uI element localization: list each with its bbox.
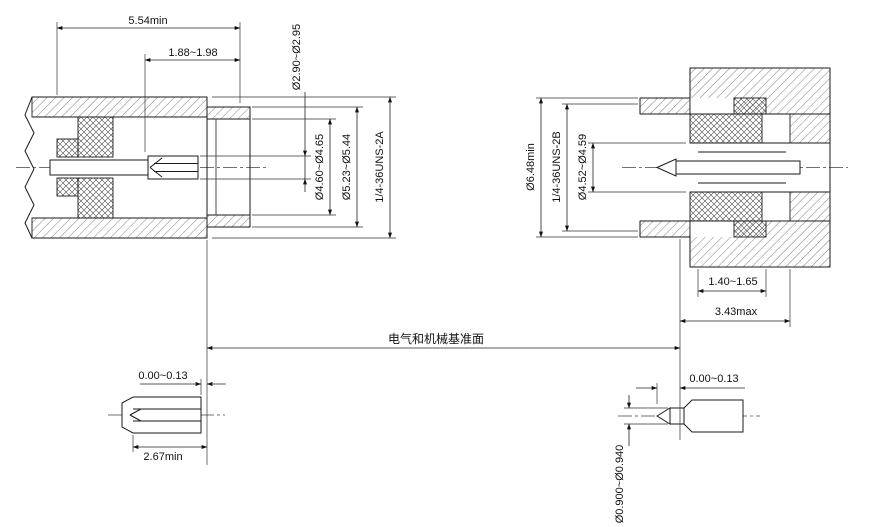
left-connector-section-view — [16, 96, 268, 239]
dim-right-thread-label: 1/4-36UNS-2B — [551, 131, 563, 203]
dim-right-socket-bore-label: Ø4.52~Ø4.59 — [577, 134, 589, 200]
dim-right-bore-min-label: Ø6.48min — [525, 143, 537, 191]
dim-right-detail-pin-dia-label: Ø0.900~Ø0.940 — [614, 445, 626, 524]
dim-right-depth-max-label: 3.43max — [715, 306, 758, 318]
dim-right-recess-label: 1.40~1.65 — [708, 276, 757, 288]
dim-right-detail-setback-label: 0.00~0.13 — [689, 373, 738, 385]
dim-left-length-label: 5.54min — [128, 15, 167, 27]
dim-left-interface-od-label: Ø5.23~Ø5.44 — [341, 134, 353, 200]
left-contact-detail-view — [108, 396, 225, 434]
dim-left-detail-engagement-label: 2.67min — [143, 451, 182, 463]
right-contact-detail-view — [618, 399, 760, 433]
dim-left-pin-setback-label: 1.88~1.98 — [168, 47, 217, 59]
dim-left-bore-label: Ø4.60~Ø4.65 — [314, 134, 326, 200]
reference-plane-label: 电气和机械基准面 — [388, 331, 484, 346]
dimension-annotations: 5.54min 1.88~1.98 Ø2.90~Ø2.95 Ø4.60~Ø4.6… — [56, 15, 791, 524]
right-connector-section-view — [622, 67, 848, 268]
dim-left-detail-setback-label: 0.00~0.13 — [138, 370, 187, 382]
dim-left-socket-od-label: Ø2.90~Ø2.95 — [291, 24, 303, 90]
dim-left-thread-label: 1/4-36UNS-2A — [374, 131, 386, 203]
